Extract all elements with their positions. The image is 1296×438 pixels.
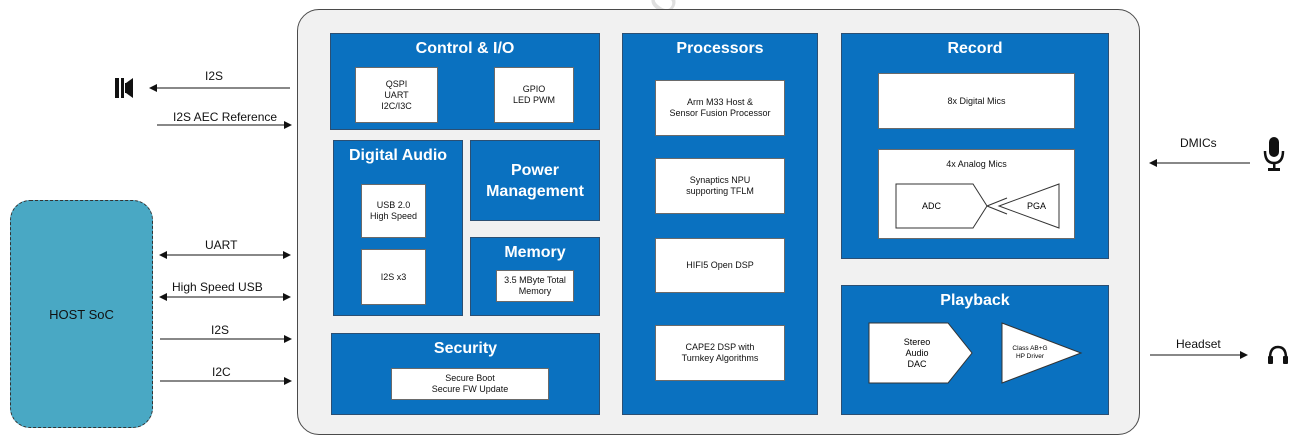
i2s-aec-label: I2S AEC Reference [173,110,278,124]
hp-driver-label: Class AB+G HP Driver [1012,345,1048,360]
host-soc-label: HOST SoC [49,306,114,322]
analog-mics-label: 4x Analog Mics [946,159,1007,169]
adc-pga-diagram [895,183,1060,229]
digital-audio-block: Digital Audio USB 2.0 High Speed I2S x3 [333,140,463,316]
i2s-label: I2S [211,323,230,337]
processor-item: CAPE2 DSP with Turnkey Algorithms [655,325,785,381]
processors-block: Processors Arm M33 Host & Sensor Fusion … [622,33,818,415]
memory-title: Memory [504,244,566,261]
processor-item: HIFI5 Open DSP [655,238,785,293]
secure-boot-box: Secure Boot Secure FW Update [391,368,549,400]
i2s-x3-box: I2S x3 [361,249,426,305]
headset-label: Headset [1176,337,1221,351]
usb-box: USB 2.0 High Speed [361,184,426,238]
record-title: Record [947,40,1003,57]
processor-item: Arm M33 Host & Sensor Fusion Processor [655,80,785,136]
microphone-icon [1263,137,1285,171]
memory-block: Memory 3.5 MByte Total Memory [470,237,600,316]
power-management-title: Power Management [486,161,584,200]
usb-label: High Speed USB [172,280,263,294]
power-management-block: Power Management [470,140,600,221]
pga-label: PGA [1027,201,1047,211]
control-io-block: Control & I/O QSPI UART I2C/I3C GPIO LED… [330,33,600,130]
uart-label: UART [205,238,238,252]
control-io-interfaces-box: QSPI UART I2C/I3C [355,67,438,123]
i2c-label: I2C [212,365,231,379]
stereo-dac-label: Stereo Audio DAC [903,337,931,369]
control-io-gpio-box: GPIO LED PWM [494,67,574,123]
i2s-speaker-label: I2S [205,69,224,83]
playback-block: Playback Stereo Audio DAC Class AB+G HP … [841,285,1109,415]
dmics-label: DMICs [1180,136,1217,150]
playback-title: Playback [940,292,1010,309]
host-soc: HOST SoC [10,200,153,428]
memory-size-box: 3.5 MByte Total Memory [496,270,574,302]
digital-audio-title: Digital Audio [348,147,448,164]
record-block: Record 8x Digital Mics 4x Analog Mics AD… [841,33,1109,259]
security-title: Security [433,340,498,357]
speaker-icon [115,78,133,98]
playback-diagram [868,322,1083,384]
processors-title: Processors [676,40,764,57]
headphones-icon [1268,345,1288,364]
digital-mics-box: 8x Digital Mics [878,73,1075,129]
security-block: Security Secure Boot Secure FW Update [331,333,600,415]
adc-label: ADC [922,201,942,211]
control-io-title: Control & I/O [415,40,515,57]
processor-item: Synaptics NPU supporting TFLM [655,158,785,214]
